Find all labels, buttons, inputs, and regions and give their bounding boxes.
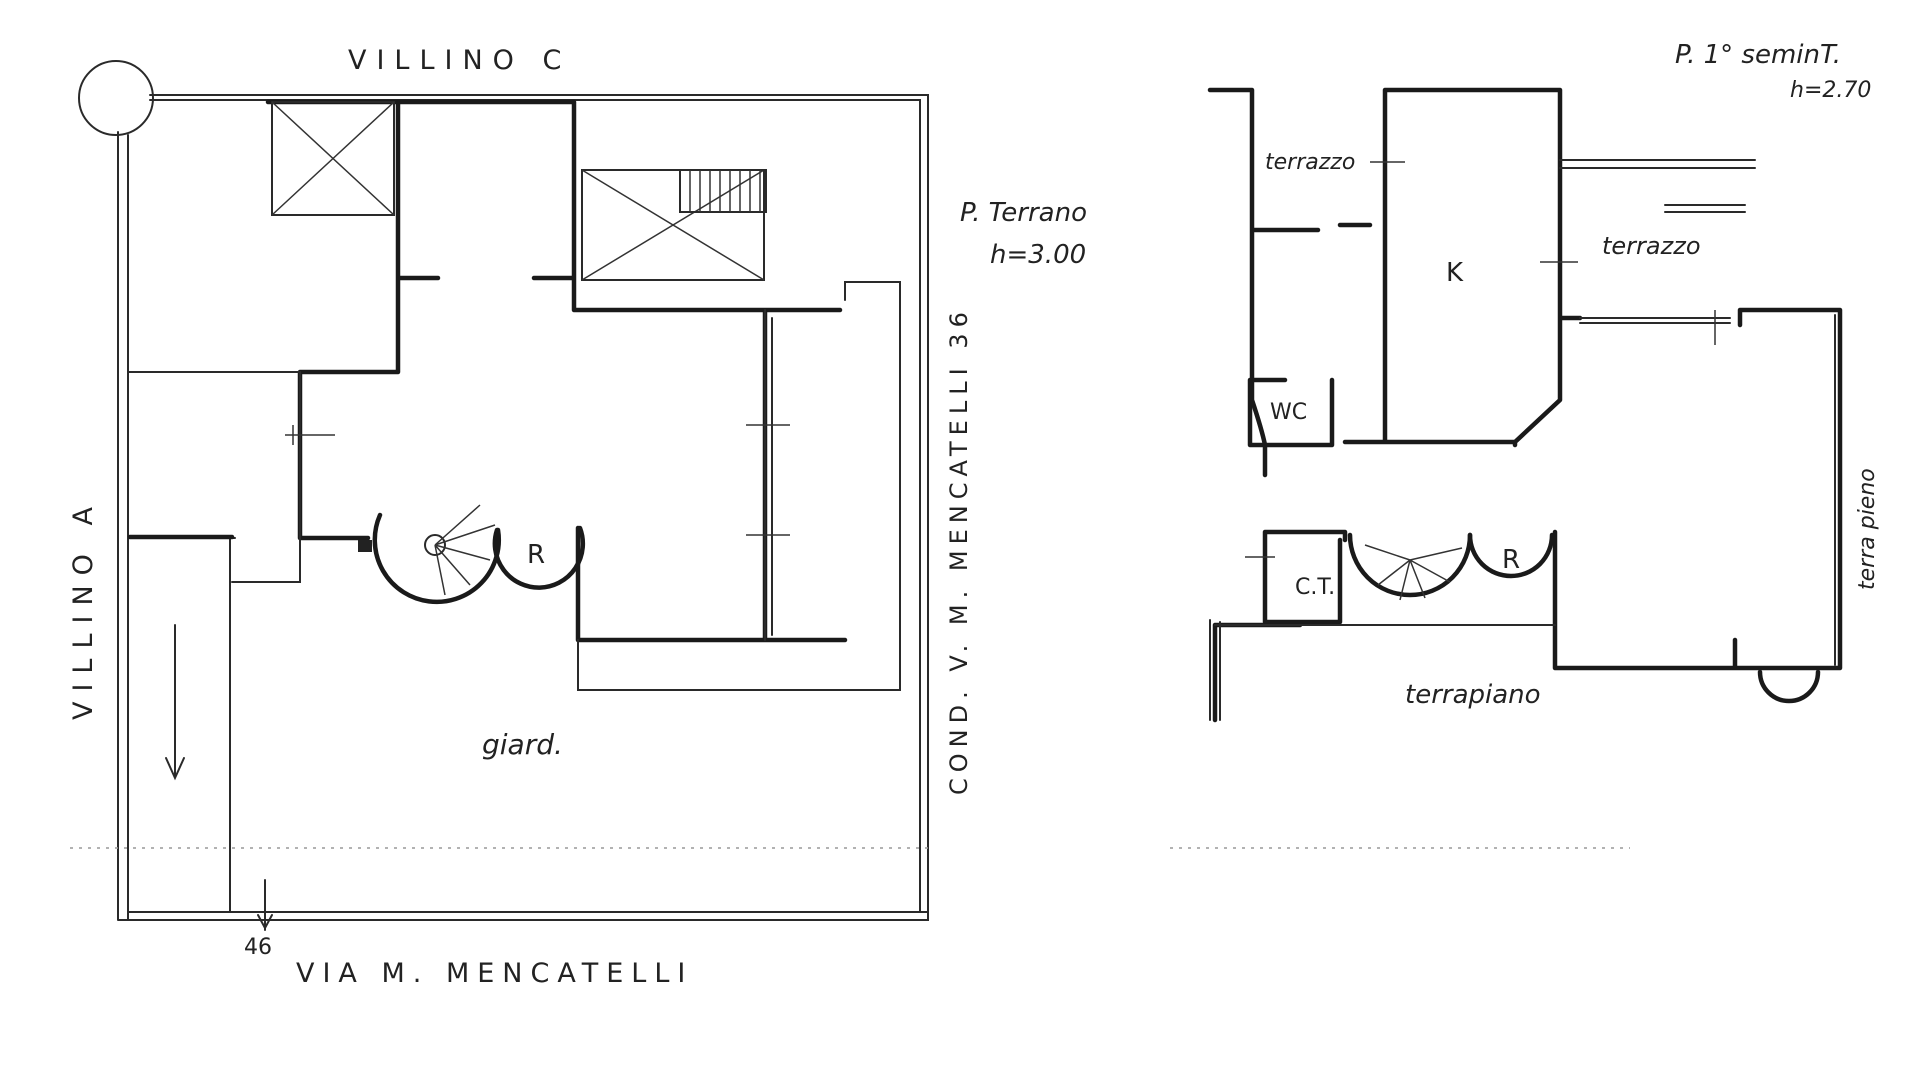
street-label: VIA M. MENCATELLI <box>296 958 694 989</box>
lot-boundary <box>117 94 929 921</box>
terrazzo-label-2: terrazzo <box>1602 232 1701 260</box>
room-r-ground: R <box>527 540 546 570</box>
skylight-x-1 <box>271 101 395 216</box>
stair-block-top <box>679 169 767 213</box>
door-marks-basement <box>1245 161 1716 558</box>
skylight-x-2 <box>581 169 765 281</box>
terrace-lines <box>1209 159 1836 721</box>
basement-title: P. 1° seminT. <box>1675 40 1842 70</box>
skylight-box-2 <box>581 169 765 281</box>
civic-number: 46 <box>244 935 272 960</box>
skylight-box-1 <box>271 101 395 216</box>
building-walls-ground <box>265 99 848 643</box>
cond-label: COND. V. M. MENCATELLI 36 <box>945 306 973 795</box>
terrazzo-label-1: terrazzo <box>1265 150 1356 175</box>
wc-walls <box>1247 377 1335 448</box>
spiral-stair-basement <box>1347 532 1555 601</box>
villino-c-label: VILLINO C <box>348 45 572 76</box>
dimension-tick <box>257 879 273 931</box>
ground-floor-height: h=3.00 <box>990 240 1087 270</box>
corner-circle <box>78 60 154 136</box>
basement-walls-2 <box>1212 307 1843 723</box>
spiral-stair-ground <box>358 504 586 605</box>
room-ct-label: C.T. <box>1295 575 1336 600</box>
room-r-basement: R <box>1502 545 1521 575</box>
basement-walls <box>1207 87 1583 478</box>
corridor-arrow <box>165 624 185 781</box>
ground-floor-title: P. Terrano <box>960 198 1087 228</box>
left-room-walls <box>127 371 301 913</box>
bay-window-basement <box>1757 669 1821 704</box>
terrapiano-label: terrapiano <box>1405 680 1541 710</box>
garden-label: giard. <box>482 728 563 761</box>
terra-pieno-label: terra pieno <box>1855 468 1880 590</box>
basement-height: h=2.70 <box>1790 78 1872 103</box>
door-marks-ground <box>285 424 790 536</box>
basement-floor-plan <box>1170 87 1843 849</box>
room-wc-label: WC <box>1270 400 1308 425</box>
room-k-label: K <box>1446 258 1464 288</box>
villino-a-label: VILLINO A <box>68 497 99 720</box>
inner-building-outline <box>577 281 901 691</box>
ground-floor-plan <box>70 60 930 931</box>
